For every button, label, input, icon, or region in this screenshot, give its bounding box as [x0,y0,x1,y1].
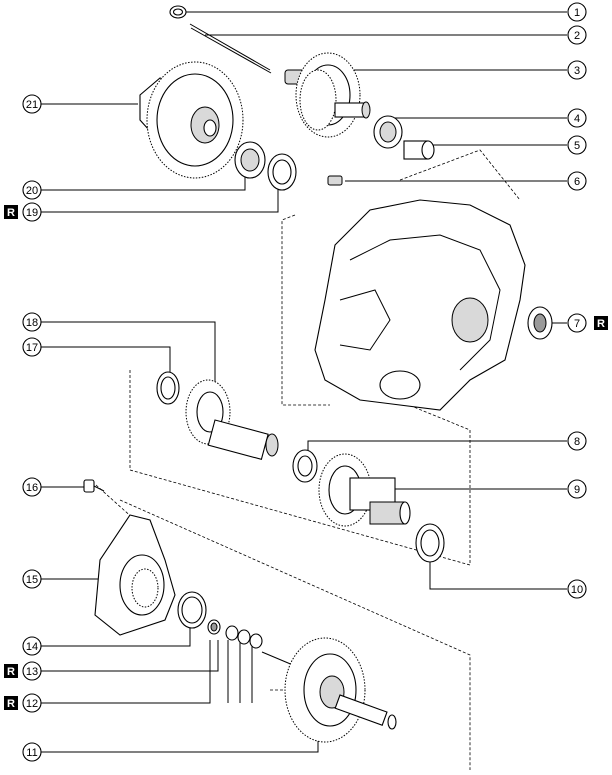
svg-text:14: 14 [26,641,38,653]
svg-text:19: 19 [26,207,38,219]
callout-4: 4 [567,108,587,128]
leader-lines [38,11,567,753]
svg-text:8: 8 [574,436,580,448]
part-20-bearing-race [234,141,266,179]
callout-9: 9 [567,479,587,499]
svg-text:15: 15 [26,574,38,586]
callout-20: 20 [22,180,42,200]
replace-badge-12: R [4,696,18,710]
part-12-washers [225,625,263,649]
callout-5: 5 [567,135,587,155]
part-2-shaft-rod [189,23,272,74]
callout-8: 8 [567,431,587,451]
svg-text:21: 21 [26,99,38,111]
alignment-dashed-lines [95,149,521,770]
callout-19: 19 [22,202,42,222]
part-5-bushing [403,140,435,160]
svg-text:4: 4 [574,113,580,125]
callout-7: 7 [567,313,587,333]
svg-text:R: R [597,318,605,330]
part-21-differential-assembly [139,61,244,179]
part-transaxle-case [314,199,526,411]
callout-18: 18 [22,312,42,332]
replace-badge-7: R [594,316,608,330]
svg-text:13: 13 [26,666,38,678]
part-15-pump-housing [94,514,176,636]
svg-text:2: 2 [574,30,580,42]
part-10-thrust-washer [415,523,445,563]
svg-text:5: 5 [574,140,580,152]
callout-15: 15 [22,569,42,589]
part-1-snap-ring [169,5,187,19]
callout-10: 10 [567,579,587,599]
part-13-ring [207,619,221,635]
part-9-gear-shaft [318,453,411,527]
svg-text:18: 18 [26,317,38,329]
replace-badge-13: R [4,664,18,678]
svg-text:R: R [7,207,15,219]
callout-13: 13 [22,661,42,681]
svg-text:17: 17 [26,342,38,354]
svg-text:20: 20 [26,185,38,197]
callout-1: 1 [567,2,587,22]
svg-text:3: 3 [574,65,580,77]
svg-text:7: 7 [574,318,580,330]
svg-text:R: R [7,698,15,710]
svg-text:R: R [7,666,15,678]
svg-text:9: 9 [574,484,580,496]
svg-text:10: 10 [571,584,583,596]
svg-text:12: 12 [26,698,38,710]
callout-3: 3 [567,60,587,80]
svg-text:16: 16 [26,482,38,494]
part-6-pin [327,175,343,186]
callout-2: 2 [567,25,587,45]
part-7-oil-seal [527,306,553,340]
part-14-snap-ring [177,591,207,629]
replace-badge-19: R [4,205,18,219]
part-17-snap-ring [156,371,180,405]
callout-16: 16 [22,477,42,497]
part-4-bearing [373,115,403,149]
callout-14: 14 [22,636,42,656]
part-11-clutch-drum [261,637,397,743]
svg-text:6: 6 [574,176,580,188]
callout-17: 17 [22,337,42,357]
callout-11: 11 [22,742,42,762]
part-18-output-shaft [185,379,279,461]
svg-text:11: 11 [26,747,37,759]
part-8-thrust-washer [292,449,318,483]
part-16-bolt [83,479,105,493]
svg-text:1: 1 [574,7,580,19]
callout-6: 6 [567,171,587,191]
part-19-shim [267,153,297,191]
part-3-counter-gear [284,52,371,138]
callout-12: 12 [22,693,42,713]
callout-21: 21 [22,94,42,114]
